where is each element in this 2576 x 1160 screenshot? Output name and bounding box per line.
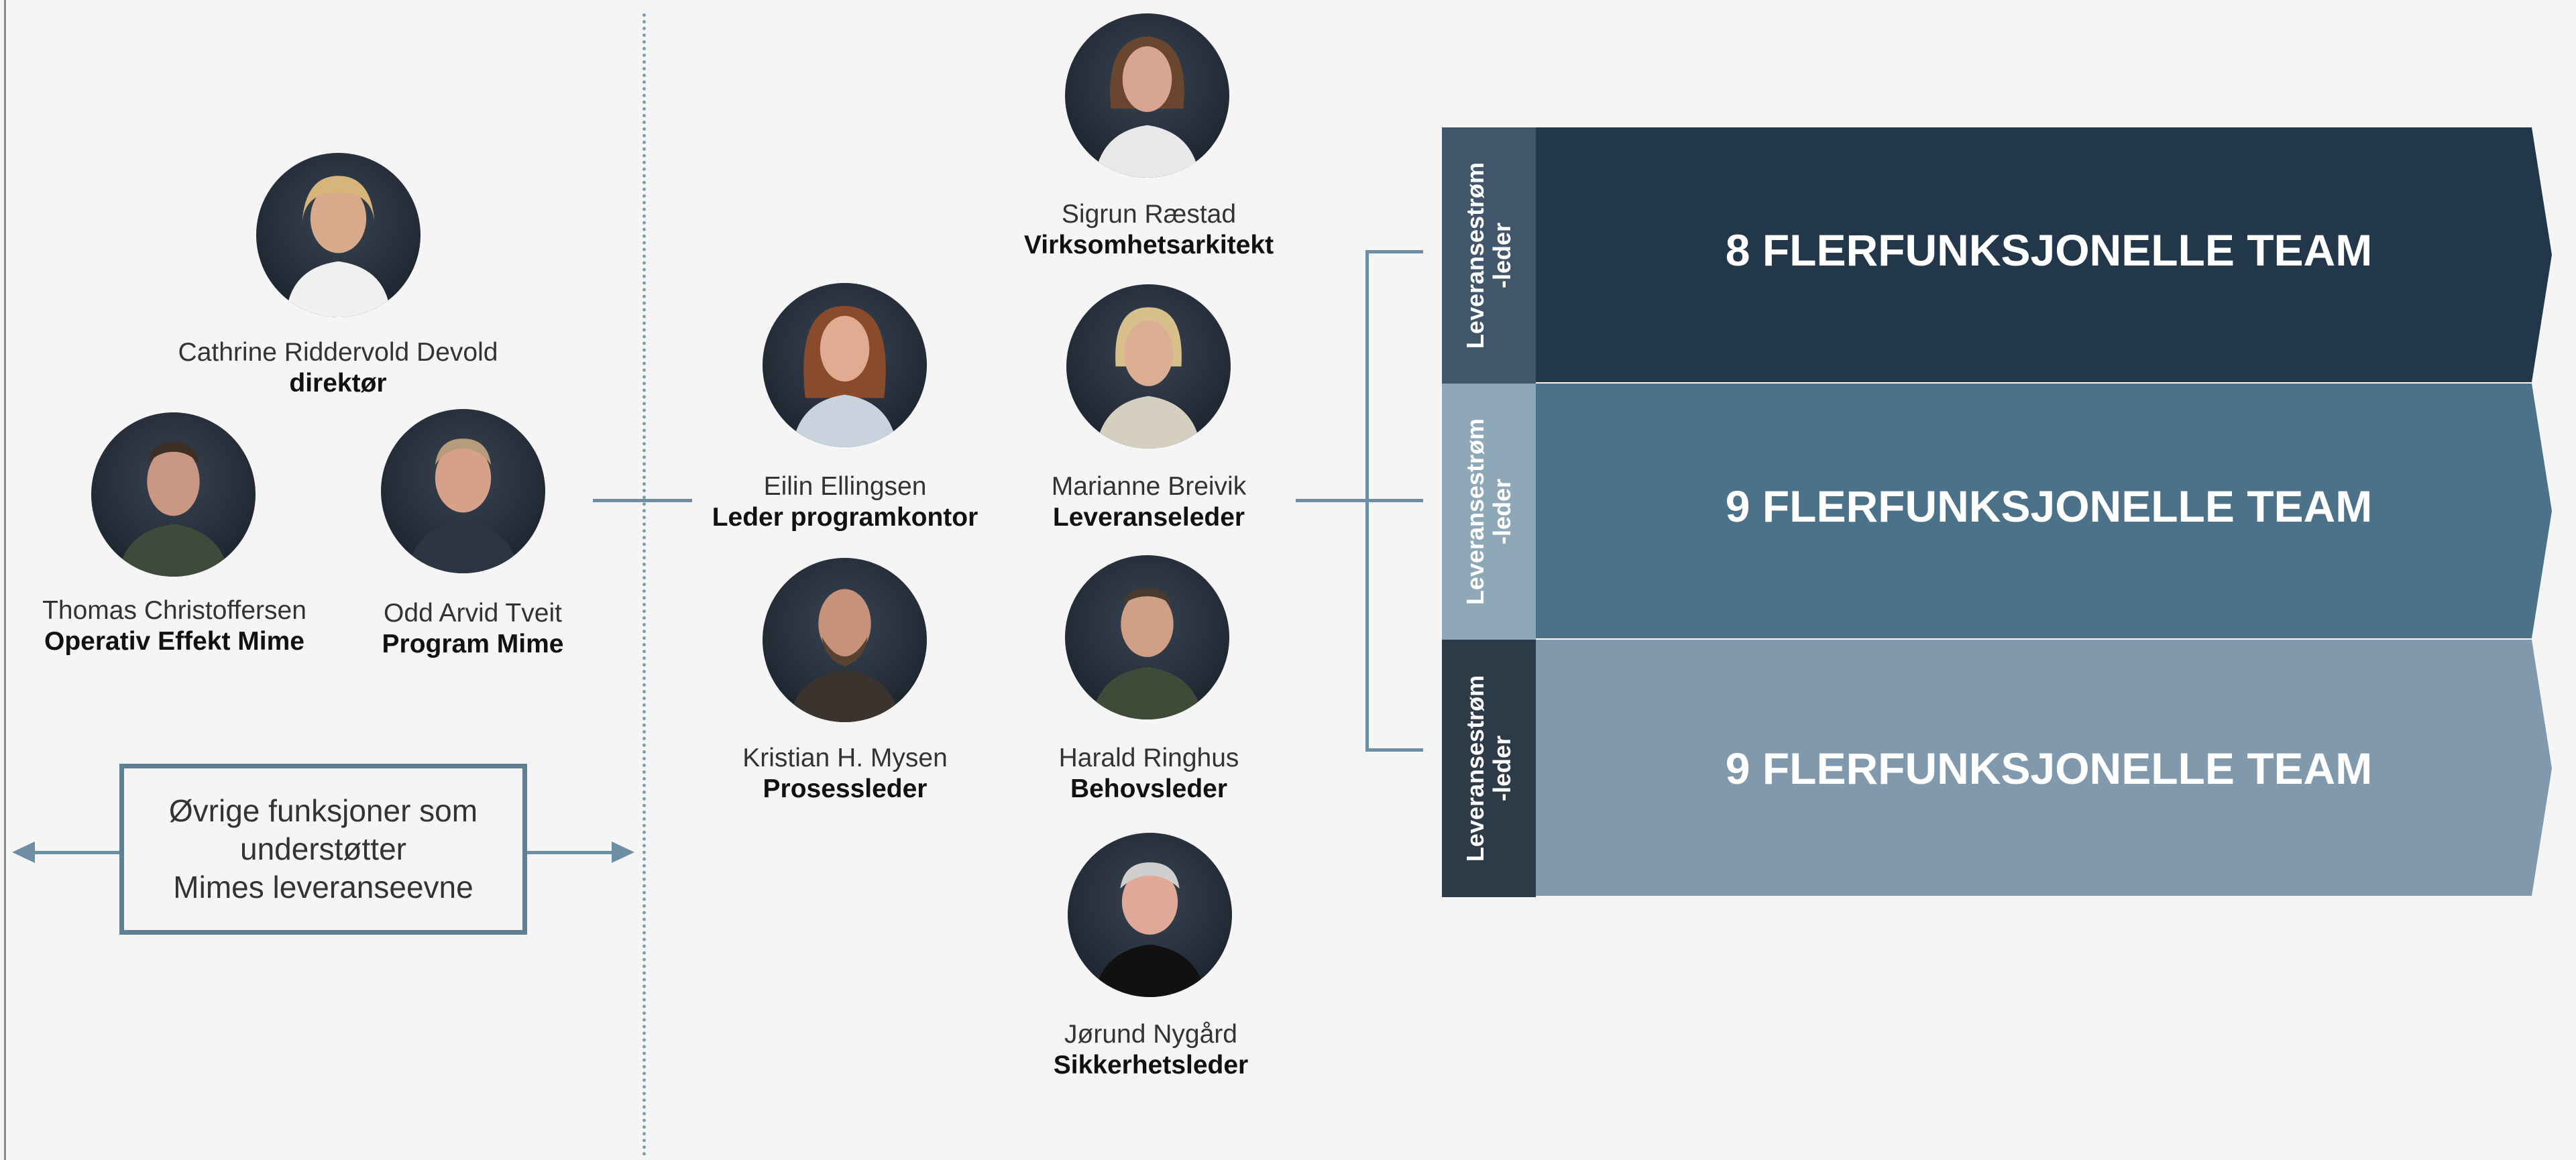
avatar-program [381, 409, 545, 573]
stream-label-line2: -leder [1488, 222, 1516, 289]
person-director: Cathrine Riddervold Devold direktør [164, 337, 512, 399]
stream-label-line2: -leder [1488, 735, 1516, 802]
stream-label-text: Leveransestrøm -leder [1461, 675, 1516, 862]
stream-label-line2: -leder [1488, 478, 1516, 545]
person-name: Odd Arvid Tveit [384, 599, 562, 628]
person-eilin: Eilin Ellingsen Leder programkontor [671, 471, 1019, 533]
person-name: Thomas Christoffersen [42, 596, 306, 625]
support-line-3: Mimes leveranseevne [173, 870, 473, 905]
bracket-bottom [1365, 748, 1423, 752]
person-kristian: Kristian H. Mysen Prosessleder [671, 743, 1019, 805]
stream-label-2: Leveransestrøm -leder [1442, 384, 1536, 640]
person-name: Jørund Nygård [1064, 1020, 1237, 1049]
person-jorund: Jørund Nygård Sikkerhetsleder [976, 1019, 1325, 1081]
person-name: Cathrine Riddervold Devold [178, 338, 498, 367]
arrow-right-shaft [527, 851, 614, 854]
bracket-stem [1296, 499, 1368, 502]
person-name: Kristian H. Mysen [742, 744, 948, 772]
stream-label-line1: Leveransestrøm [1461, 675, 1489, 862]
support-functions-box: Øvrige funksjoner som understøtter Mimes… [119, 764, 527, 935]
person-name: Harald Ringhus [1058, 744, 1239, 772]
team-chevron-3 [1536, 640, 2552, 896]
avatar-director [256, 153, 421, 317]
team-chevrons [1536, 127, 2552, 896]
stream-label-fill [1442, 127, 1536, 384]
stream-label-line1: Leveransestrøm [1461, 162, 1489, 349]
stream-label-bg [1442, 384, 1536, 640]
stream-label-fill [1442, 384, 1536, 640]
arrow-left-icon [12, 842, 35, 863]
avatar-eilin [763, 283, 927, 447]
stream-label-text: Leveransestrøm -leder [1461, 418, 1516, 605]
person-name: Eilin Ellingsen [763, 472, 927, 501]
person-harald: Harald Ringhus Behovsleder [974, 743, 1323, 805]
person-sigrun: Sigrun Ræstad Virksomhetsarkitekt [974, 199, 1323, 261]
person-role: Program Mime [382, 630, 564, 658]
avatar-harald [1065, 555, 1229, 719]
stream-label-text: Leveransestrøm -leder [1461, 162, 1516, 349]
left-edge-line [4, 0, 6, 1160]
person-role: direktør [289, 369, 387, 398]
stream-label-3: Leveransestrøm -leder [1442, 640, 1536, 897]
support-line-2: understøtter [240, 831, 406, 866]
bracket-middle [1365, 499, 1423, 502]
avatar-kristian [763, 558, 927, 722]
avatar-sigrun [1065, 13, 1229, 178]
connector-line [593, 499, 692, 502]
team-chevron-1 [1536, 127, 2552, 382]
person-role: Virksomhetsarkitekt [1023, 231, 1274, 259]
stream-label-fill [1442, 640, 1536, 897]
avatar-jorund [1068, 833, 1232, 997]
avatar-operativ [91, 412, 256, 577]
stream-label-1: Leveransestrøm -leder [1442, 127, 1536, 384]
team-count-2: 9 FLERFUNKSJONELLE TEAM [1725, 481, 2373, 531]
person-program: Odd Arvid Tveit Program Mime [298, 598, 647, 660]
person-role: Leveranseleder [1052, 503, 1245, 532]
stream-label-bg [1442, 640, 1536, 897]
stream-label-line1: Leveransestrøm [1461, 418, 1489, 605]
team-count-1: 8 FLERFUNKSJONELLE TEAM [1725, 225, 2373, 275]
arrow-right-icon [612, 842, 634, 863]
arrow-left-shaft [34, 851, 119, 854]
person-role: Behovsleder [1070, 774, 1228, 803]
dotted-divider [642, 13, 646, 1157]
stream-label-bg [1442, 127, 1536, 384]
support-line-1: Øvrige funksjoner som [168, 793, 478, 828]
team-chevron-2 [1536, 384, 2552, 638]
person-name: Marianne Breivik [1051, 472, 1247, 501]
avatar-marianne [1066, 284, 1231, 449]
person-operativ: Thomas Christoffersen Operativ Effekt Mi… [0, 595, 349, 657]
team-count-3: 9 FLERFUNKSJONELLE TEAM [1725, 744, 2373, 793]
person-marianne: Marianne Breivik Leveranseleder [974, 471, 1323, 533]
person-role: Operativ Effekt Mime [44, 627, 304, 656]
person-role: Sikkerhetsleder [1053, 1051, 1249, 1080]
person-role: Prosessleder [763, 774, 928, 803]
bracket-top [1365, 250, 1423, 253]
person-role: Leder programkontor [712, 503, 978, 532]
person-name: Sigrun Ræstad [1061, 200, 1237, 229]
